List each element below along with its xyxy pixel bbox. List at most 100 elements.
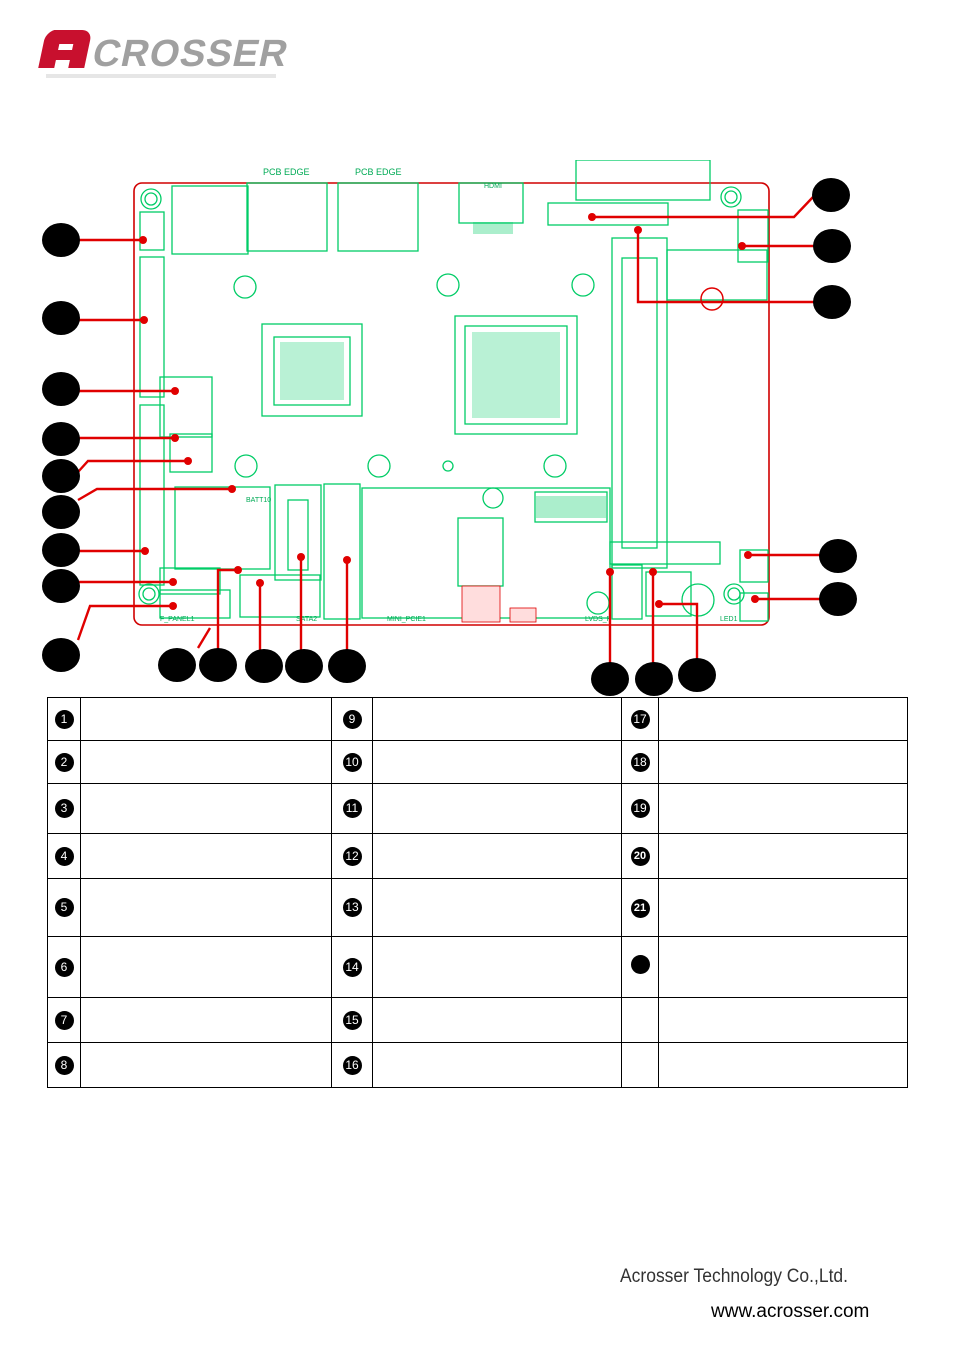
- legend-row: 6 14: [47, 936, 908, 998]
- legend-number-cell: 9: [331, 697, 373, 741]
- footer-url: www.acrosser.com: [711, 1301, 870, 1322]
- legend-number-badge: 19: [630, 799, 650, 818]
- legend-number-cell: 15: [331, 997, 373, 1043]
- red-marks: [461, 585, 537, 623]
- acrosser-logo: CROSSER: [38, 30, 293, 78]
- legend-number-badge: 6: [54, 957, 74, 977]
- legend-number-badge: 12: [342, 846, 362, 866]
- callout-badge: [42, 495, 80, 529]
- legend-description-cell: [80, 1042, 332, 1088]
- legend-number-cell: 14: [331, 936, 373, 998]
- legend-description-cell: [372, 878, 622, 937]
- red-circle-mark: [700, 287, 724, 311]
- legend-number-cell: 4: [47, 833, 81, 879]
- legend-number-badge: 17: [630, 709, 650, 729]
- mini-pcie-label: MINI_PCIE1: [387, 616, 426, 623]
- callout-badge: [42, 638, 80, 672]
- pcb-edge-label: PCB EDGE: [263, 167, 310, 177]
- legend-row: 7 15: [47, 997, 908, 1043]
- legend-number-cell: 16: [331, 1042, 373, 1088]
- legend-number-badge: 16: [342, 1055, 362, 1075]
- legend-description-cell: [658, 783, 908, 834]
- legend-number-badge: 18: [630, 752, 650, 772]
- callout-badge: [819, 582, 857, 616]
- legend-description-cell: [658, 833, 908, 879]
- legend-number-cell: 11: [331, 783, 373, 834]
- callout-dots: [139, 213, 759, 610]
- legend-number-badge: 2: [54, 752, 74, 772]
- legend-description-cell: [372, 936, 622, 998]
- legend-row: 3 11 19: [47, 783, 908, 834]
- legend-number-cell: 2: [47, 740, 81, 784]
- svg-text:CROSSER: CROSSER: [89, 32, 293, 75]
- legend-number-cell: 17: [621, 697, 659, 741]
- legend-number-cell: 20: [621, 833, 659, 879]
- callout-badge: [199, 648, 237, 682]
- legend-number-badge: 1: [54, 709, 74, 729]
- callout-badge: [635, 662, 673, 696]
- callout-badge: [819, 539, 857, 573]
- callout-badge: [42, 372, 80, 406]
- batt-label: BATT10: [246, 497, 271, 504]
- legend-number-badge: 4: [54, 846, 74, 866]
- legend-number-cell: [621, 997, 659, 1043]
- callout-badge: [42, 459, 80, 493]
- legend-description-cell: [372, 697, 622, 741]
- legend-number-cell: 8: [47, 1042, 81, 1088]
- board-components: [138, 160, 769, 622]
- legend-description-cell: [372, 783, 622, 834]
- callout-badge: [591, 662, 629, 696]
- board-outline: [133, 182, 770, 626]
- callout-badge: [245, 649, 283, 683]
- pcb-edge-label: PCB EDGE: [355, 167, 402, 177]
- legend-number-cell: 21: [621, 878, 659, 937]
- callout-badge: [158, 648, 196, 682]
- callout-badge: [42, 533, 80, 567]
- chip-patterns: [280, 222, 606, 518]
- legend-description-cell: [372, 833, 622, 879]
- legend-description-cell: [658, 997, 908, 1043]
- legend-description-cell: [372, 997, 622, 1043]
- legend-row: 5 13 21: [47, 878, 908, 937]
- callout-badge: [813, 229, 851, 263]
- legend-description-cell: [80, 783, 332, 834]
- legend-description-cell: [80, 833, 332, 879]
- legend-description-cell: [658, 878, 908, 937]
- callout-badge: [42, 569, 80, 603]
- callout-badge: [813, 285, 851, 319]
- legend-number-badge: 14: [342, 957, 362, 977]
- callout-badge: [328, 649, 366, 683]
- legend-number-badge: [630, 955, 650, 974]
- callout-badge: [42, 301, 80, 335]
- callout-badge: [42, 422, 80, 456]
- legend-description-cell: [372, 740, 622, 784]
- legend-row: 8 16: [47, 1042, 908, 1088]
- hdmi-label: HDMI: [484, 183, 502, 190]
- callout-badge: [42, 223, 80, 257]
- callout-badges: [42, 178, 857, 696]
- legend-number-badge: 3: [54, 799, 74, 818]
- legend-number-cell: 10: [331, 740, 373, 784]
- legend-number-cell: 1: [47, 697, 81, 741]
- legend-number-cell: 13: [331, 878, 373, 937]
- legend-number-cell: 19: [621, 783, 659, 834]
- legend-number-badge: 7: [54, 1010, 74, 1030]
- callout-badge: [812, 178, 850, 212]
- legend-number-cell: [621, 936, 659, 998]
- legend-number-badge: 10: [342, 752, 362, 772]
- legend-description-cell: [80, 740, 332, 784]
- legend-number-badge: 5: [54, 898, 74, 917]
- legend-description-cell: [80, 997, 332, 1043]
- legend-description-cell: [658, 1042, 908, 1088]
- legend-description-cell: [658, 740, 908, 784]
- callout-badge: [678, 658, 716, 692]
- led-label: LED1: [720, 616, 738, 623]
- sata2-label: SATA2: [296, 616, 317, 623]
- legend-number-cell: 6: [47, 936, 81, 998]
- callout-badge: [285, 649, 323, 683]
- board-diagram: PCB EDGE PCB EDGE HDMI BATT10 MINI_PCIE1…: [42, 160, 857, 696]
- legend-number-cell: 18: [621, 740, 659, 784]
- legend-description-cell: [372, 1042, 622, 1088]
